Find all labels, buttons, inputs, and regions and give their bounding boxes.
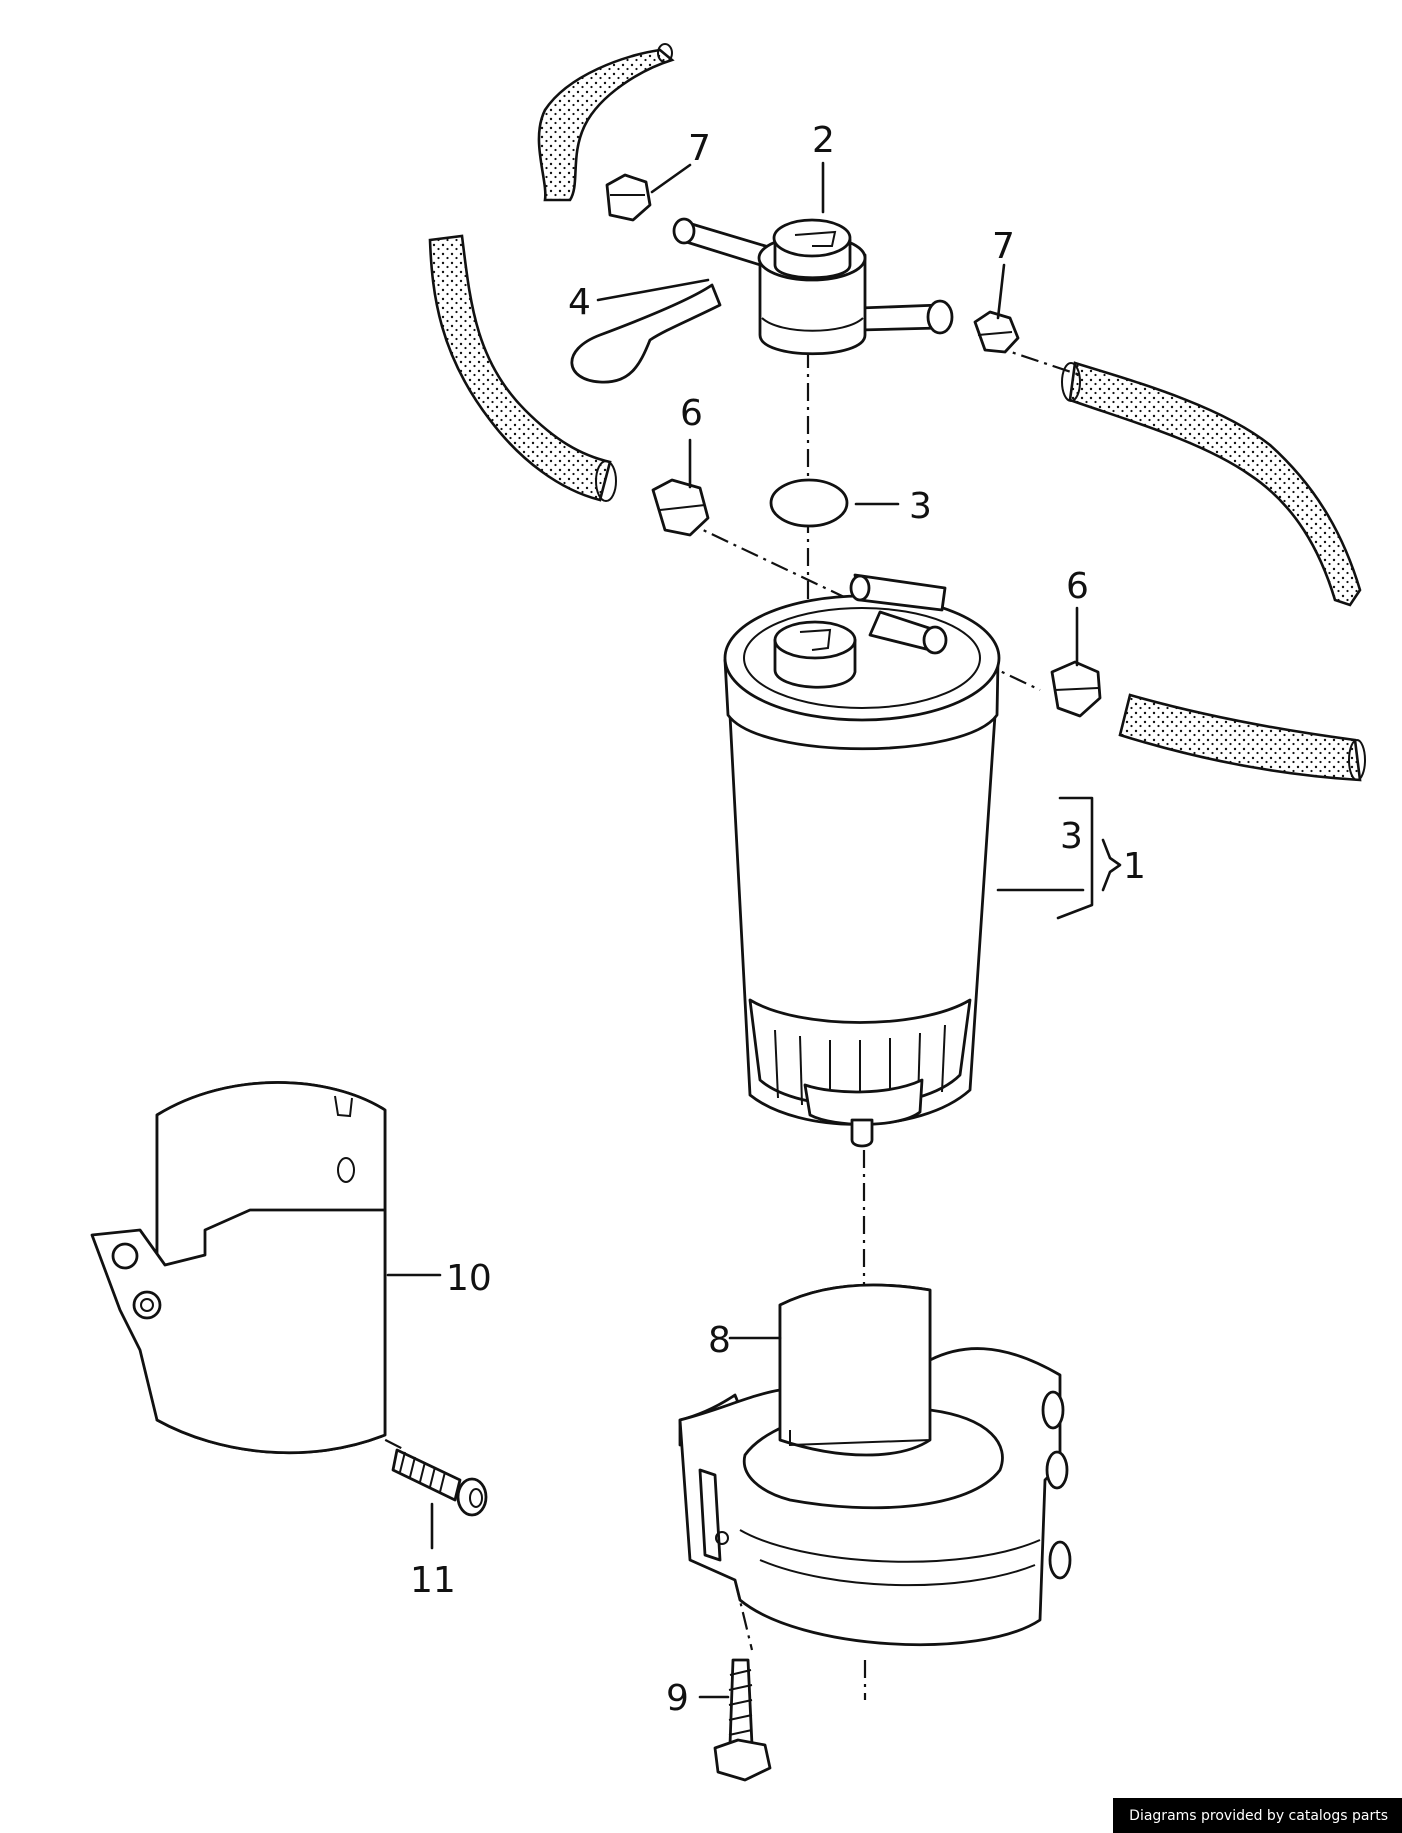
fuel-filter-part-1 bbox=[723, 573, 1001, 1148]
hose-clamp-part-7-right bbox=[973, 310, 1020, 354]
credit-banner: Diagrams provided by catalogs parts bbox=[1113, 1798, 1402, 1833]
cover-part-10 bbox=[90, 1081, 387, 1455]
callout-11: 11 bbox=[410, 1560, 456, 1601]
fuel-hose-top-left bbox=[537, 43, 675, 202]
seal-ring-part-3 bbox=[769, 478, 849, 528]
callout-6-left: 6 bbox=[680, 393, 703, 434]
callout-1: 1 bbox=[1123, 846, 1146, 887]
hose-clamp-part-7-left bbox=[605, 173, 652, 222]
fuel-hose-right-lower bbox=[1118, 693, 1366, 782]
callout-2: 2 bbox=[812, 120, 835, 161]
callout-6-right: 6 bbox=[1066, 566, 1089, 607]
callout-10: 10 bbox=[446, 1258, 492, 1299]
callout-7-left: 7 bbox=[688, 128, 711, 169]
hose-clamp-part-6-left bbox=[651, 478, 710, 537]
leader-lines bbox=[386, 161, 1122, 1699]
callout-8: 8 bbox=[708, 1320, 731, 1361]
fuel-hose-right-upper bbox=[1061, 361, 1362, 607]
callout-3-upper: 3 bbox=[909, 486, 932, 527]
screw-part-11 bbox=[391, 1448, 488, 1517]
callout-7-right: 7 bbox=[992, 226, 1015, 267]
bracket-base-part-8 bbox=[678, 1283, 1072, 1647]
fuel-hose-left bbox=[428, 234, 617, 502]
hose-clamp-part-6-right bbox=[1050, 660, 1102, 718]
callout-3-filter: 3 bbox=[1060, 816, 1083, 857]
callout-9: 9 bbox=[666, 1678, 689, 1719]
bolt-part-9 bbox=[713, 1658, 772, 1782]
valve-part-2 bbox=[672, 217, 954, 356]
clip-part-4 bbox=[570, 283, 722, 384]
callout-4: 4 bbox=[568, 282, 591, 323]
